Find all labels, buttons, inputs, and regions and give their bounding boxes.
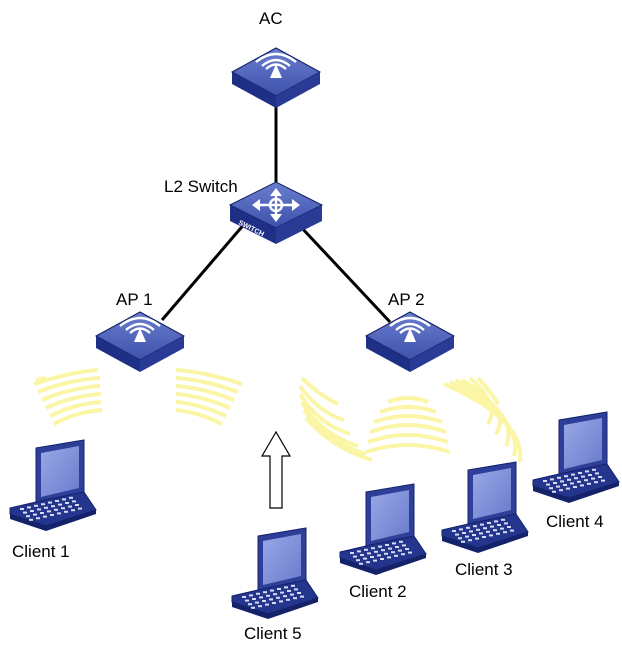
ap1-label: AP 1 [116,290,153,309]
client4-laptop-icon [532,411,620,503]
link-switch-ap1 [160,221,248,321]
ap1-device-icon [94,311,186,372]
client5-laptop-icon [231,527,319,619]
client4-label: Client 4 [546,512,604,531]
signal-waves-ap1 [33,368,243,426]
ap2-label: AP 2 [388,290,425,309]
ac-device-icon [230,47,322,108]
switch-arrows-icon [256,192,296,218]
arrow-up-icon [260,430,292,509]
signal-waves-ap2 [298,376,523,463]
ap2-device-icon [364,311,456,372]
client1-label: Client 1 [12,542,70,561]
ac-label: AC [259,9,283,28]
link-switch-ap2 [298,224,392,324]
client3-laptop-icon [441,461,529,553]
client2-label: Client 2 [349,582,407,601]
client2-laptop-icon [339,483,427,575]
client3-label: Client 3 [455,560,513,579]
switch-label: L2 Switch [164,177,238,196]
client1-laptop-icon [9,439,97,531]
client5-label: Client 5 [244,624,302,643]
